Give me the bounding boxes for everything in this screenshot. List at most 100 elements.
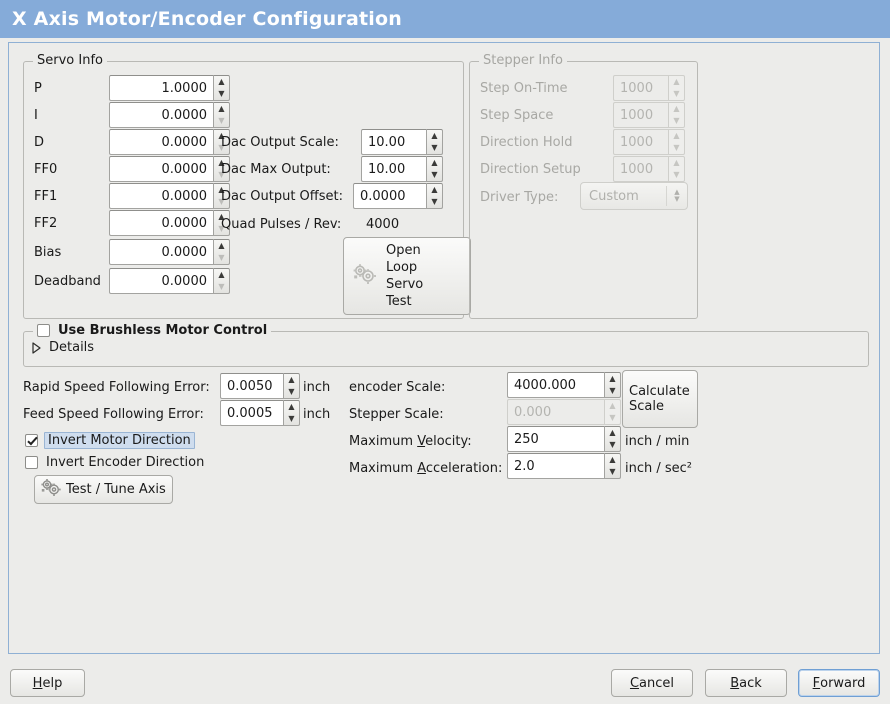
spin-up-icon[interactable]: ▲: [218, 212, 225, 221]
maximum-acceleration-spin[interactable]: 2.0 ▲ ▼: [507, 453, 621, 479]
servo-bias-spin[interactable]: 0.0000 ▲ ▼: [109, 239, 230, 265]
spin-up-icon[interactable]: ▲: [431, 185, 438, 194]
spin-up-icon[interactable]: ▲: [609, 455, 616, 464]
servo-d-stepper[interactable]: ▲ ▼: [213, 129, 230, 155]
feed-spin-stepper[interactable]: ▲ ▼: [283, 400, 300, 426]
spin-up-icon[interactable]: ▲: [609, 374, 616, 383]
encoder-scale-spin[interactable]: 4000.000 ▲ ▼: [507, 372, 621, 398]
dac-output-scale-input[interactable]: 10.00: [361, 129, 426, 155]
spin-down-icon[interactable]: ▼: [218, 253, 225, 262]
servo-bias-stepper[interactable]: ▲ ▼: [213, 239, 230, 265]
use-brushless-motor-control-checkbox[interactable]: Use Brushless Motor Control: [37, 323, 267, 338]
servo-ff2-stepper[interactable]: ▲ ▼: [213, 210, 230, 236]
direction-setup-stepper: ▲ ▼: [668, 156, 685, 182]
spin-down-icon[interactable]: ▼: [218, 197, 225, 206]
maximum-velocity-input[interactable]: 250: [507, 426, 604, 452]
spin-down-icon[interactable]: ▼: [431, 197, 438, 206]
spin-down-icon[interactable]: ▼: [609, 386, 616, 395]
spin-down-icon[interactable]: ▼: [218, 224, 225, 233]
spin-up-icon[interactable]: ▲: [218, 270, 225, 279]
spin-up-icon[interactable]: ▲: [218, 185, 225, 194]
servo-ff2-spin[interactable]: 0.0000 ▲ ▼: [109, 210, 230, 236]
spin-down-icon[interactable]: ▼: [609, 440, 616, 449]
servo-d-spin[interactable]: 0.0000 ▲ ▼: [109, 129, 230, 155]
spin-down-icon[interactable]: ▼: [431, 170, 438, 179]
spin-up-icon[interactable]: ▲: [288, 402, 295, 411]
driver-type-label: Driver Type:: [480, 190, 559, 205]
spin-up-icon[interactable]: ▲: [218, 77, 225, 86]
spin-up-icon[interactable]: ▲: [218, 131, 225, 140]
dac-max-output-stepper[interactable]: ▲ ▼: [426, 156, 443, 182]
servo-i-spin[interactable]: 0.0000 ▲ ▼: [109, 102, 230, 128]
dac-output-offset-spin[interactable]: 0.0000 ▲ ▼: [353, 183, 443, 209]
rapid-speed-following-error-input[interactable]: 0.0050: [220, 373, 283, 399]
spin-up-icon[interactable]: ▲: [431, 131, 438, 140]
checkbox-box[interactable]: [37, 324, 50, 337]
spin-down-icon[interactable]: ▼: [609, 467, 616, 476]
dac-output-offset-input[interactable]: 0.0000: [353, 183, 426, 209]
back-label-post: ack: [739, 675, 762, 691]
servo-deadband-spin[interactable]: 0.0000 ▲ ▼: [109, 268, 230, 294]
spin-down-icon[interactable]: ▼: [288, 387, 295, 396]
rapid-speed-following-error-spin[interactable]: 0.0050 ▲ ▼: [220, 373, 300, 399]
servo-deadband-input[interactable]: 0.0000: [109, 268, 213, 294]
dac-max-output-input[interactable]: 10.00: [361, 156, 426, 182]
open-loop-servo-test-button[interactable]: Open Loop Servo Test: [343, 237, 471, 315]
maximum-acceleration-stepper[interactable]: ▲ ▼: [604, 453, 621, 479]
servo-ff2-input[interactable]: 0.0000: [109, 210, 213, 236]
spin-up-icon[interactable]: ▲: [609, 428, 616, 437]
dac-max-output-spin[interactable]: 10.00 ▲ ▼: [361, 156, 443, 182]
servo-bias-input[interactable]: 0.0000: [109, 239, 213, 265]
servo-p-spin[interactable]: 1.0000 ▲ ▼: [109, 75, 230, 101]
servo-ff0-spin[interactable]: 0.0000 ▲ ▼: [109, 156, 230, 182]
spin-down-icon[interactable]: ▼: [218, 170, 225, 179]
test-tune-axis-button[interactable]: Test / Tune Axis: [34, 475, 173, 504]
spin-up-icon[interactable]: ▲: [218, 241, 225, 250]
dac-output-scale-stepper[interactable]: ▲ ▼: [426, 129, 443, 155]
spin-down-icon[interactable]: ▼: [218, 282, 225, 291]
servo-deadband-stepper[interactable]: ▲ ▼: [213, 268, 230, 294]
invert-encoder-direction-checkbox[interactable]: Invert Encoder Direction: [25, 455, 204, 470]
servo-p-stepper[interactable]: ▲ ▼: [213, 75, 230, 101]
spin-down-icon[interactable]: ▼: [431, 143, 438, 152]
maximum-velocity-spin[interactable]: 250 ▲ ▼: [507, 426, 621, 452]
maximum-acceleration-input[interactable]: 2.0: [507, 453, 604, 479]
rapid-spin-stepper[interactable]: ▲ ▼: [283, 373, 300, 399]
invert-encoder-direction-label: Invert Encoder Direction: [46, 455, 205, 470]
servo-d-input[interactable]: 0.0000: [109, 129, 213, 155]
servo-ff1-input[interactable]: 0.0000: [109, 183, 213, 209]
dac-output-scale-spin[interactable]: 10.00 ▲ ▼: [361, 129, 443, 155]
checkbox-box[interactable]: [25, 456, 38, 469]
maximum-velocity-stepper[interactable]: ▲ ▼: [604, 426, 621, 452]
spin-up-icon[interactable]: ▲: [218, 158, 225, 167]
servo-ff1-spin[interactable]: 0.0000 ▲ ▼: [109, 183, 230, 209]
servo-ff0-stepper[interactable]: ▲ ▼: [213, 156, 230, 182]
servo-i-stepper[interactable]: ▲ ▼: [213, 102, 230, 128]
spin-down-icon[interactable]: ▼: [218, 116, 225, 125]
chevron-right-icon[interactable]: [32, 342, 41, 354]
spin-down-icon[interactable]: ▼: [218, 143, 225, 152]
spin-down-icon[interactable]: ▼: [288, 414, 295, 423]
dac-output-offset-stepper[interactable]: ▲ ▼: [426, 183, 443, 209]
spin-down-icon[interactable]: ▼: [218, 89, 225, 98]
encoder-scale-stepper[interactable]: ▲ ▼: [604, 372, 621, 398]
feed-speed-following-error-spin[interactable]: 0.0005 ▲ ▼: [220, 400, 300, 426]
details-expander[interactable]: Details: [32, 340, 94, 355]
feed-speed-following-error-input[interactable]: 0.0005: [220, 400, 283, 426]
spin-up-icon[interactable]: ▲: [218, 104, 225, 113]
calculate-scale-button[interactable]: Calculate Scale: [622, 370, 698, 428]
spin-up-icon[interactable]: ▲: [288, 375, 295, 384]
encoder-scale-input[interactable]: 4000.000: [507, 372, 604, 398]
servo-p-input[interactable]: 1.0000: [109, 75, 213, 101]
spin-up-icon[interactable]: ▲: [431, 158, 438, 167]
checkbox-box[interactable]: [25, 434, 38, 447]
servo-ff0-input[interactable]: 0.0000: [109, 156, 213, 182]
invert-motor-direction-checkbox[interactable]: Invert Motor Direction: [25, 432, 195, 449]
servo-i-input[interactable]: 0.0000: [109, 102, 213, 128]
servo-ff1-stepper[interactable]: ▲ ▼: [213, 183, 230, 209]
